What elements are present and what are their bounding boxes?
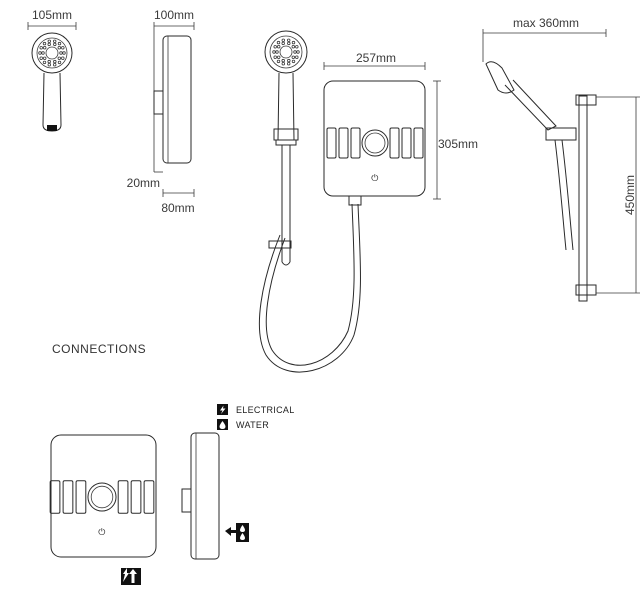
lightning-icon [217, 404, 228, 415]
connections-legend: ELECTRICAL WATER [217, 404, 295, 430]
water-drop-icon [217, 419, 228, 430]
electrical-entry-icon [121, 568, 141, 585]
rail-reach-label: max 360mm [513, 16, 579, 30]
unit-height-label: 305mm [438, 137, 478, 151]
power-icon: ⏻ [371, 173, 378, 183]
riser-rail-side-view: max 360mm 450mm [482, 16, 640, 302]
showerhead-front-view: 105mm [27, 8, 77, 132]
depth-bottom-label: 20mm [127, 176, 160, 190]
rail-height-label: 450mm [623, 175, 637, 215]
unit-width-label: 257mm [356, 51, 396, 65]
connections-unit-side [181, 432, 220, 560]
unit-side-view: 100mm 20mm 80mm [127, 8, 195, 215]
water-entry-icon [225, 523, 249, 542]
head-width-label: 105mm [32, 8, 72, 22]
depth-top-label: 100mm [154, 8, 194, 22]
legend-water-label: WATER [236, 420, 269, 430]
connections-unit-front: ⏻ [49, 434, 157, 558]
legend-electrical-label: ELECTRICAL [236, 405, 295, 415]
power-icon: ⏻ [98, 527, 105, 537]
connections-heading: CONNECTIONS [52, 342, 146, 356]
front-assembly-view: 257mm ⏻ 305mm [258, 30, 478, 373]
depth-overall-label: 80mm [161, 201, 194, 215]
